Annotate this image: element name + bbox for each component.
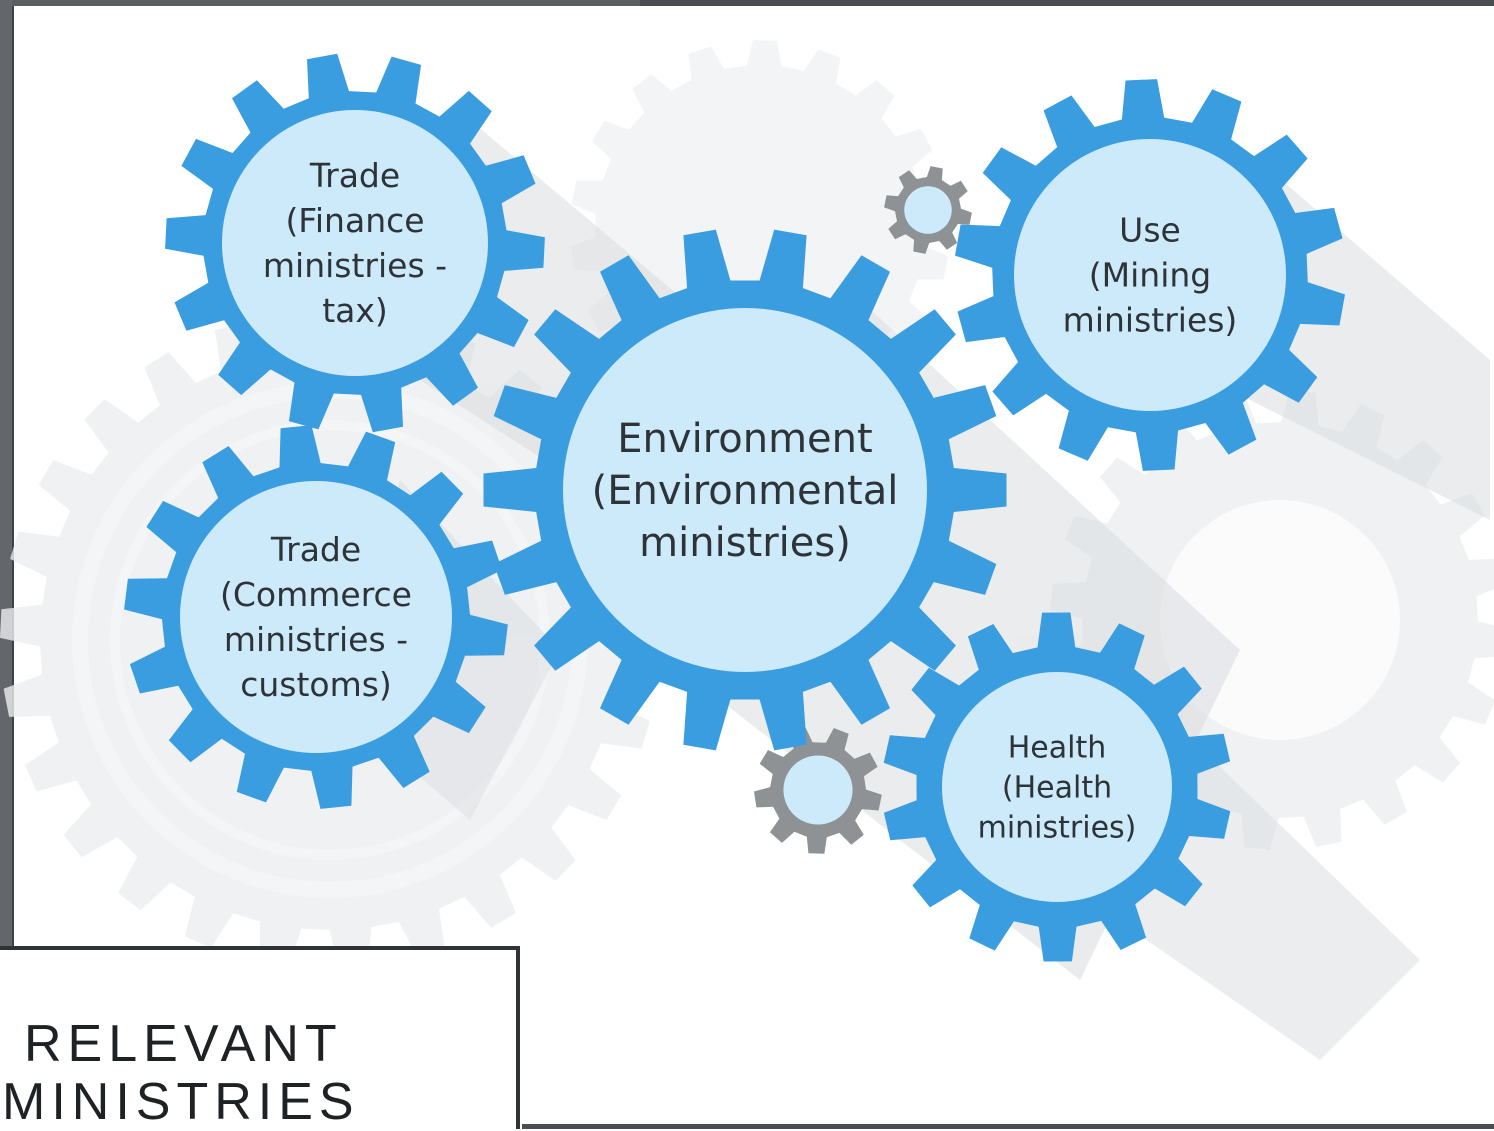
gear-environment-label-line: Environment [617, 416, 872, 462]
gear-finance-hub [222, 110, 488, 376]
gear-finance-label-line: tax) [322, 291, 388, 330]
gear-health-label-line: Health [1008, 731, 1107, 766]
gear-finance-label-line: (Finance [285, 201, 424, 240]
gear-mining-label-line: (Mining [1089, 256, 1211, 295]
gear-environment: Environment (Environmental ministries) [483, 229, 1007, 751]
gear-commerce-label-line: ministries - [224, 620, 408, 659]
gear-mining-label-line: ministries) [1063, 301, 1238, 340]
gear-finance-label-line: Trade [309, 156, 400, 195]
gear-environment-label-line: (Environmental [592, 468, 899, 514]
small-gear-bottom [754, 727, 882, 854]
frame-left-inner-border [12, 6, 14, 946]
gear-health-label-line: ministries) [978, 811, 1137, 846]
gear-commerce: Trade (Commerce ministries - customs) [124, 425, 508, 809]
gear-commerce-label-line: (Commerce [220, 575, 412, 614]
gear-health-hub [942, 672, 1172, 902]
title-line-1: RELEVANT [24, 1015, 343, 1073]
gear-commerce-hub [180, 481, 452, 753]
small-gear-bottom-hub [783, 755, 853, 825]
gear-mining-hub [1014, 139, 1286, 411]
gear-commerce-label-line: Trade [270, 530, 361, 569]
gear-finance-label-line: ministries - [263, 246, 447, 285]
gear-health: Health (Health ministries) [883, 612, 1231, 962]
gear-finance: Trade (Finance ministries - tax) [165, 53, 545, 433]
gear-environment-hub [563, 308, 927, 672]
frame-top-border [0, 0, 640, 6]
gear-environment-label-line: ministries) [639, 520, 851, 566]
gear-health-label-line: (Health [1002, 771, 1112, 806]
title-line-2: MINISTRIES [2, 1073, 360, 1131]
title-box: RELEVANT MINISTRIES [0, 946, 520, 1129]
small-gear-top-hub [904, 186, 952, 234]
frame-top-border-right [640, 0, 1494, 6]
frame-bottom-border [522, 1124, 1494, 1129]
gear-mining: Use (Mining ministries) [955, 79, 1345, 471]
small-gear-top [884, 166, 972, 254]
gear-commerce-label-line: customs) [240, 665, 392, 704]
gear-mining-label-line: Use [1119, 211, 1181, 250]
